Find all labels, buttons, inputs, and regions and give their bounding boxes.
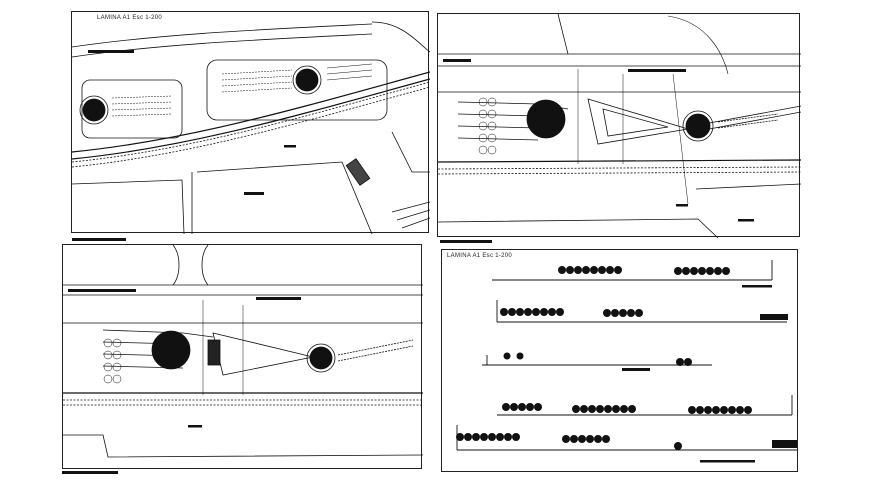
sheet-plan-top-right	[437, 13, 801, 238]
sheet-caption: LAMINA A1 Esc 1-200	[447, 253, 513, 259]
site-plan-drawing	[63, 245, 423, 458]
elevation-drawings	[456, 260, 797, 463]
sheet-plan-top-left: LAMINA A1 Esc 1-200	[71, 11, 430, 234]
scale-bar	[72, 238, 126, 241]
sheet-elevations: LAMINA A1 Esc 1-200	[441, 249, 798, 472]
site-plan-drawing	[438, 14, 801, 238]
sheet-caption: LAMINA A1 Esc 1-200	[97, 15, 163, 21]
site-plan-drawing	[72, 21, 430, 234]
scale-bar	[440, 240, 492, 243]
sheet-plan-bottom-left	[62, 244, 423, 469]
scale-bar	[62, 471, 118, 474]
